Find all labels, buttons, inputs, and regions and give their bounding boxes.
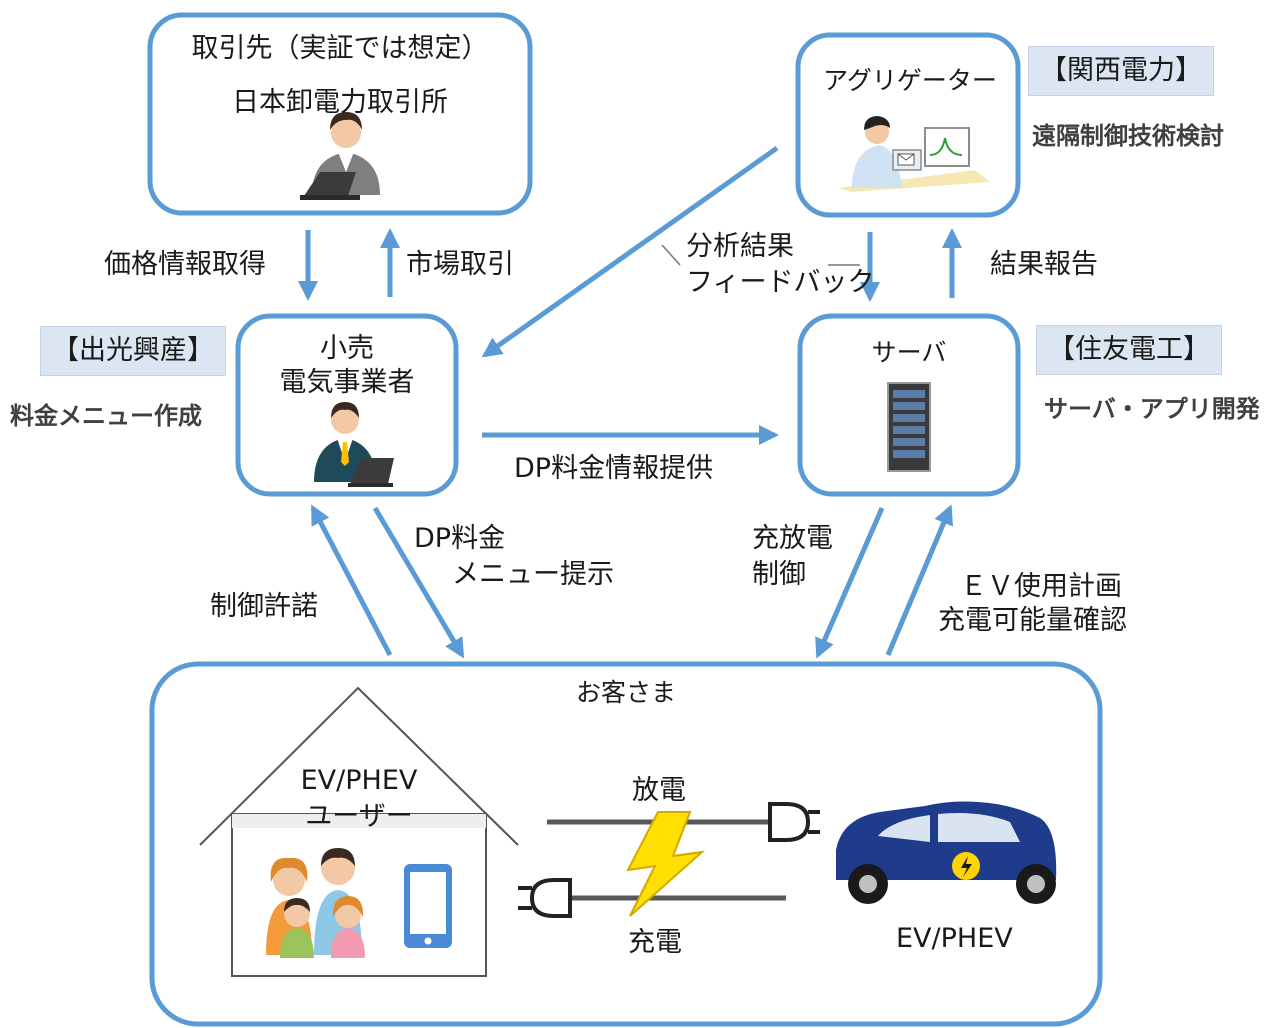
- aggregator-operator-icon: [838, 116, 990, 192]
- flow-result-report: 結果報告: [990, 249, 1098, 280]
- charge-label: 充電: [628, 927, 682, 958]
- flow-market-trade: 市場取引: [406, 249, 514, 280]
- flow-analysis-line1: 分析結果: [686, 231, 794, 262]
- ev-car-icon: [836, 801, 1057, 904]
- idemitsu-role: 料金メニュー作成: [10, 402, 202, 430]
- exchange-title: 取引先（実証では想定）: [191, 33, 489, 64]
- flow-dp-info: DP料金情報提供: [514, 453, 714, 484]
- flow-ev-plan-line1: ＥＶ使用計画: [960, 571, 1122, 602]
- charge-cable: [518, 878, 786, 918]
- flow-dp-menu-line1: DP料金: [414, 523, 506, 554]
- ev-user-line2: ユーザー: [305, 801, 413, 832]
- kansai-tag: 【関西電力】: [1028, 46, 1214, 96]
- retailer-person-icon: [314, 402, 394, 487]
- arrow-dp-menu: [372, 506, 465, 659]
- idemitsu-tag: 【出光興産】: [40, 326, 226, 376]
- flow-price-info: 価格情報取得: [104, 249, 266, 280]
- aggregator-box: [795, 32, 1021, 218]
- family-icon: [266, 848, 365, 958]
- exchange-name: 日本卸電力取引所: [232, 87, 448, 118]
- retailer-line2: 電気事業者: [279, 367, 415, 398]
- arrow-charge-control: [815, 507, 885, 659]
- smartphone-icon: [404, 864, 452, 948]
- aggregator-title: アグリゲーター: [823, 66, 997, 95]
- flow-analysis-line2: フィードバック: [686, 267, 875, 298]
- ev-user-line1: EV/PHEV: [300, 765, 418, 796]
- vehicle-label: EV/PHEV: [896, 923, 1013, 954]
- callout-line-left: [661, 244, 681, 266]
- flow-ev-plan-line2: 充電可能量確認: [938, 605, 1127, 636]
- sumitomo-tag: 【住友電工】: [1036, 325, 1222, 375]
- flow-control-consent: 制御許諾: [210, 591, 318, 622]
- discharge-label: 放電: [632, 775, 686, 806]
- flow-charge-control-line2: 制御: [752, 559, 806, 590]
- server-rack-icon: [887, 382, 931, 472]
- retailer-line1: 小売: [320, 333, 374, 364]
- arrow-ev-plan: [885, 504, 953, 656]
- arrow-control-consent: [310, 504, 393, 657]
- exchange-person-icon: [300, 112, 380, 200]
- customer-title: お客さま: [575, 678, 676, 707]
- flow-charge-control-line1: 充放電: [752, 523, 833, 554]
- arrow-analysis-feedback: [481, 145, 779, 358]
- lightning-bolt-icon: [626, 811, 706, 917]
- server-title: サーバ: [871, 338, 947, 367]
- flow-dp-menu-line2: メニュー提示: [452, 559, 614, 590]
- kansai-role: 遠隔制御技術検討: [1032, 122, 1224, 150]
- sumitomo-role: サーバ・アプリ開発: [1044, 395, 1260, 423]
